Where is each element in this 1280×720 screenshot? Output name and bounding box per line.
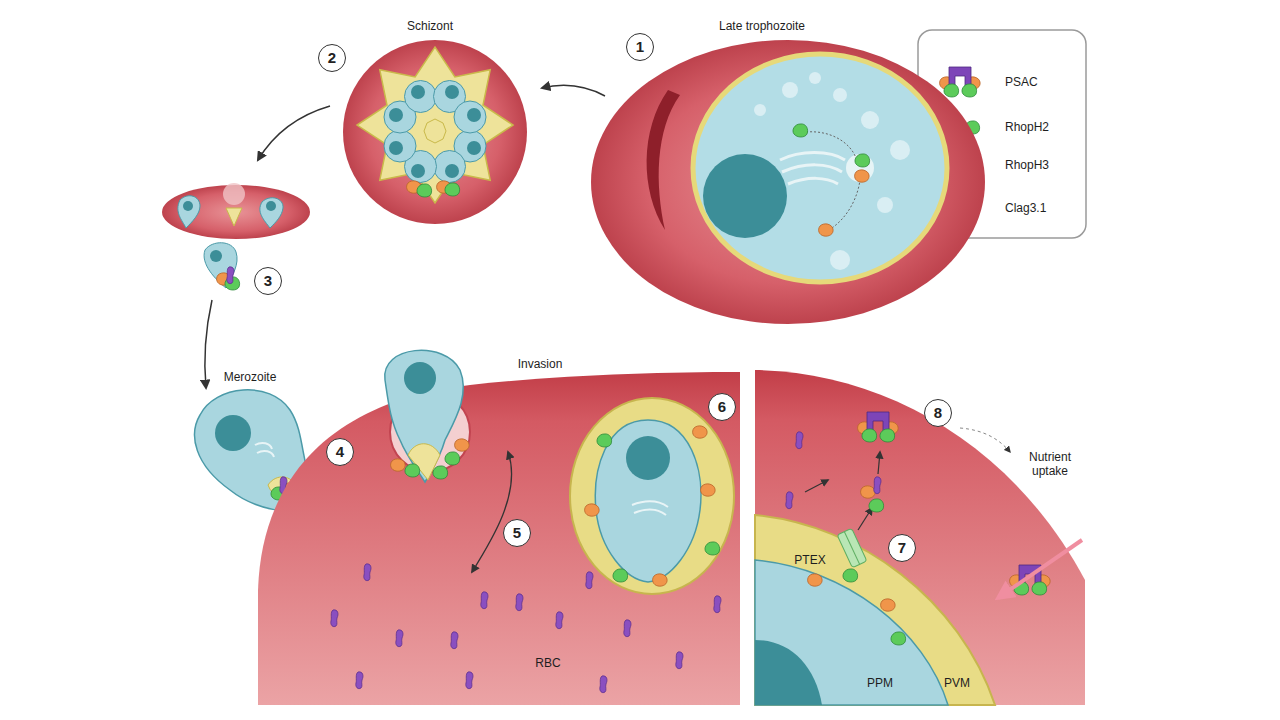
- label-slot: PTEX: [794, 553, 825, 567]
- part-label: Merozoite: [224, 370, 277, 384]
- part-label: RBC: [535, 656, 560, 670]
- callout-number: 6: [708, 393, 736, 421]
- label-slot: 7: [888, 534, 916, 562]
- legend-row: RhopH3: [1005, 158, 1049, 172]
- label-slot: 8: [924, 399, 952, 427]
- callout-number: 8: [924, 399, 952, 427]
- legend-text: PSAC: [1005, 75, 1038, 89]
- label-slot: 2: [318, 44, 346, 72]
- label-slot: PVM: [944, 676, 970, 690]
- callout-number: 2: [318, 44, 346, 72]
- part-label: Schizont: [407, 19, 453, 33]
- label-slot: PPM: [867, 676, 893, 690]
- legend-row: Clag3.1: [1005, 201, 1046, 215]
- label-slot: 3: [254, 267, 282, 295]
- label-slot: Late trophozoite: [719, 19, 805, 33]
- callout-number: 7: [888, 534, 916, 562]
- legend-text: RhopH3: [1005, 158, 1049, 172]
- legend-text: RhopH2: [1005, 120, 1049, 134]
- part-label: PTEX: [794, 553, 825, 567]
- label-slot: 5: [503, 519, 531, 547]
- callout-number: 3: [254, 267, 282, 295]
- legend-text: Clag3.1: [1005, 201, 1046, 215]
- legend-row: RhopH2: [1005, 120, 1049, 134]
- part-label: Nutrient uptake: [1017, 450, 1083, 479]
- label-slot: RBC: [535, 656, 560, 670]
- part-label: PVM: [944, 676, 970, 690]
- label-slot: Schizont: [407, 19, 453, 33]
- label-slot: 6: [708, 393, 736, 421]
- label-slot: 1: [626, 33, 654, 61]
- callout-number: 4: [326, 438, 354, 466]
- part-label: PPM: [867, 676, 893, 690]
- part-label: Invasion: [518, 357, 563, 371]
- label-slot: 4: [326, 438, 354, 466]
- legend-row: PSAC: [1005, 75, 1038, 89]
- label-slot: Nutrient uptake: [1017, 450, 1083, 479]
- callout-number: 5: [503, 519, 531, 547]
- label-slot: Invasion: [518, 357, 563, 371]
- label-slot: Merozoite: [224, 370, 277, 384]
- part-label: Late trophozoite: [719, 19, 805, 33]
- callout-number: 1: [626, 33, 654, 61]
